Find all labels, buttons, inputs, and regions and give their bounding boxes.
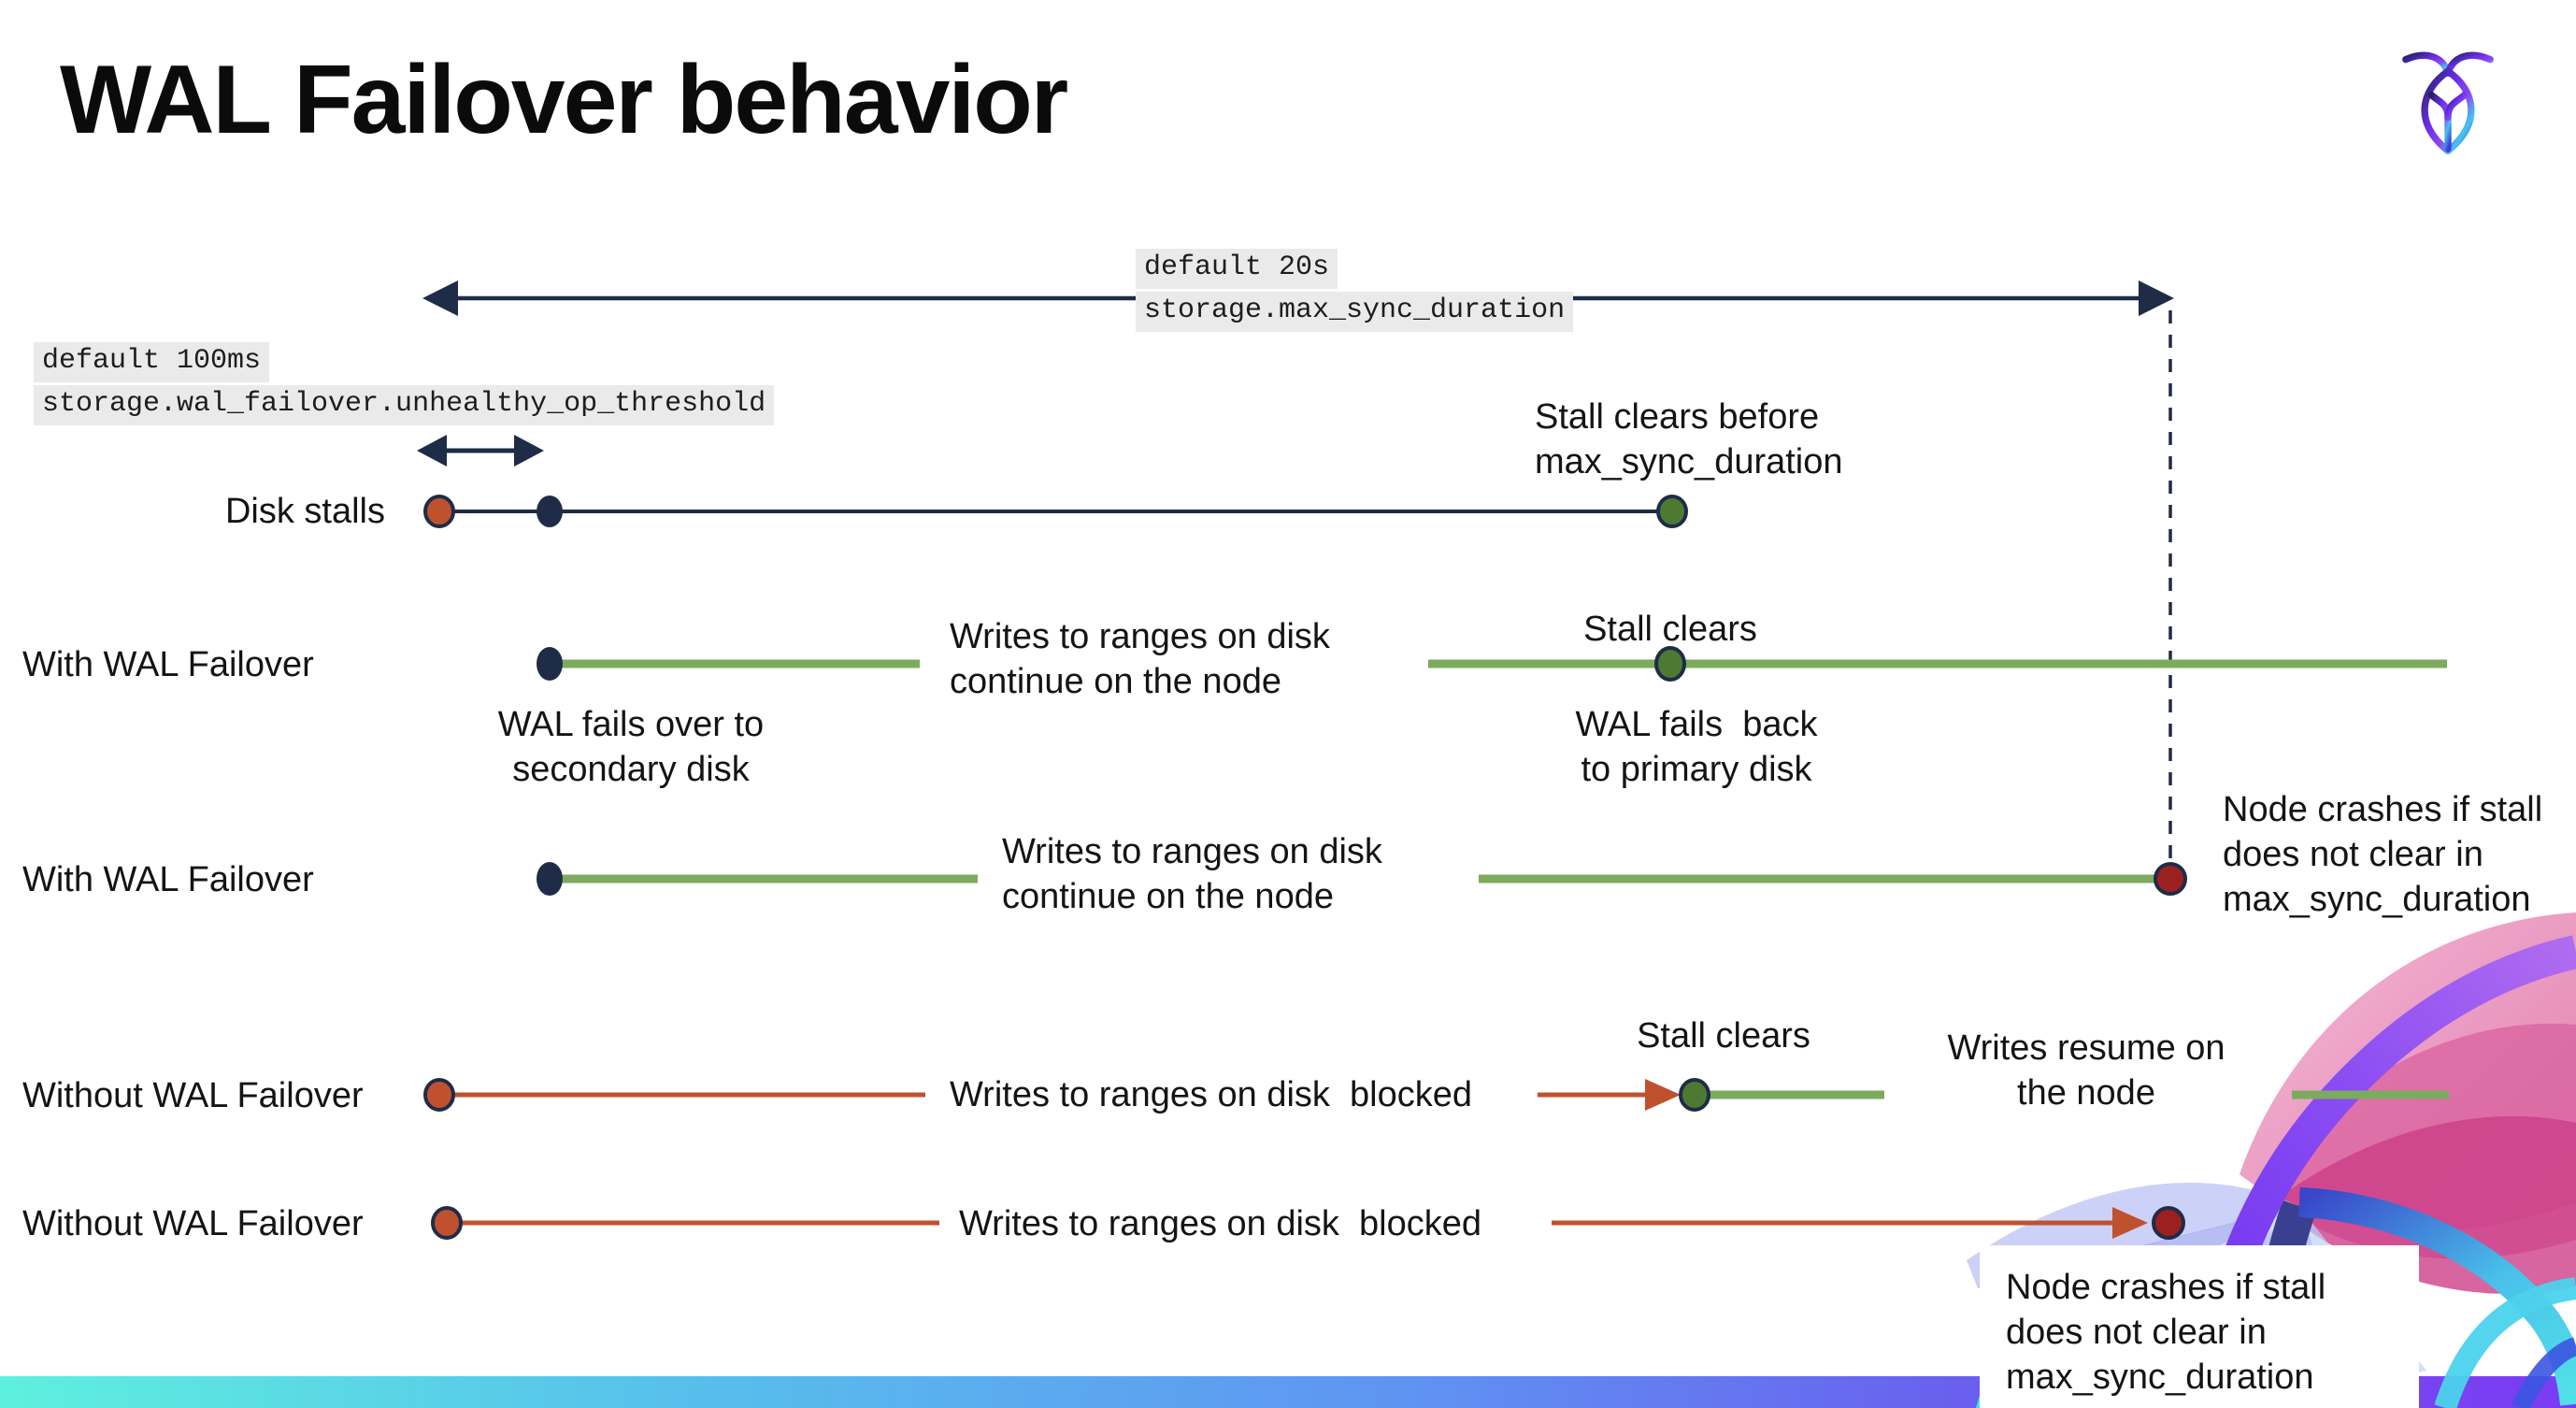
stall-start-dot bbox=[431, 1206, 463, 1240]
cockroachdb-logo bbox=[2402, 51, 2494, 155]
row-label-with-wal-failover-2: With WAL Failover bbox=[22, 860, 314, 899]
row-label-without-wal-failover-2: Without WAL Failover bbox=[22, 1204, 364, 1243]
node-crash-dot bbox=[2152, 1206, 2185, 1240]
stall-clears-dot bbox=[1654, 646, 1686, 682]
setting-name: storage.max_sync_duration bbox=[1136, 292, 1574, 332]
writes-blocked-note-2: Writes to ranges on disk blocked bbox=[959, 1204, 1482, 1243]
node-crash-dot bbox=[2154, 862, 2187, 896]
writes-blocked-note-1: Writes to ranges on disk blocked bbox=[950, 1075, 1473, 1114]
wal-fails-over-note: WAL fails over to secondary disk bbox=[497, 705, 765, 789]
writes-continue-note-2: Writes to ranges on disk continue on the… bbox=[1002, 832, 1382, 916]
callout-box: Node crashes if stall does not clear in … bbox=[1980, 1245, 2419, 1408]
red-arrowhead bbox=[1645, 1079, 1681, 1111]
row-label-without-wal-failover-1: Without WAL Failover bbox=[22, 1076, 364, 1115]
threshold-dot bbox=[537, 496, 563, 527]
stall-start-dot bbox=[423, 495, 455, 528]
node-crash-note-1: Node crashes if stall does not clear in … bbox=[2223, 790, 2543, 919]
stall-start-dot bbox=[423, 1078, 455, 1112]
max-sync-duration-setting: default 20s storage.max_sync_duration bbox=[1136, 249, 1574, 335]
writes-resume-note: Writes resume on the node bbox=[1947, 1028, 2225, 1113]
node-crash-note-2: Node crashes if stall does not clear in … bbox=[2006, 1268, 2326, 1397]
row-label-disk-stalls: Disk stalls bbox=[224, 492, 385, 531]
body-lens bbox=[2421, 67, 2475, 155]
pink-petal-mid bbox=[2254, 1023, 2576, 1259]
stall-clears-dot bbox=[1679, 1078, 1710, 1112]
stall-clears-note-1: Stall clears bbox=[1583, 610, 1757, 649]
antenna-right bbox=[2444, 51, 2494, 78]
wal-fails-back-note: WAL fails back to primary disk bbox=[1575, 705, 1818, 789]
page-title: WAL Failover behavior bbox=[60, 46, 1068, 154]
stem-right bbox=[2444, 91, 2469, 122]
setting-default-value: default 20s bbox=[1136, 249, 1338, 289]
antenna-left bbox=[2402, 51, 2452, 78]
pink-petal-outer bbox=[2240, 912, 2576, 1232]
setting-default-value: default 100ms bbox=[34, 342, 270, 382]
setting-name: storage.wal_failover.unhealthy_op_thresh… bbox=[34, 385, 775, 425]
writes-continue-note-1: Writes to ranges on disk continue on the… bbox=[950, 617, 1330, 701]
unhealthy-op-threshold-setting: default 100ms storage.wal_failover.unhea… bbox=[34, 342, 775, 428]
timeline-with-failover-clears bbox=[537, 646, 2447, 682]
stall-clears-dot bbox=[1656, 495, 1688, 528]
stall-clears-note-2: Stall clears bbox=[1637, 1016, 1810, 1056]
timeline-disk-stalls bbox=[423, 495, 1688, 528]
stall-clears-before-note: Stall clears before max_sync_duration bbox=[1535, 397, 1843, 481]
red-arrowhead bbox=[2112, 1207, 2148, 1239]
failover-dot bbox=[537, 862, 563, 896]
failover-dot bbox=[537, 647, 563, 681]
row-label-with-wal-failover-1: With WAL Failover bbox=[22, 645, 314, 684]
unhealthy-op-threshold-arrow bbox=[417, 435, 544, 467]
stem-left bbox=[2427, 91, 2452, 152]
